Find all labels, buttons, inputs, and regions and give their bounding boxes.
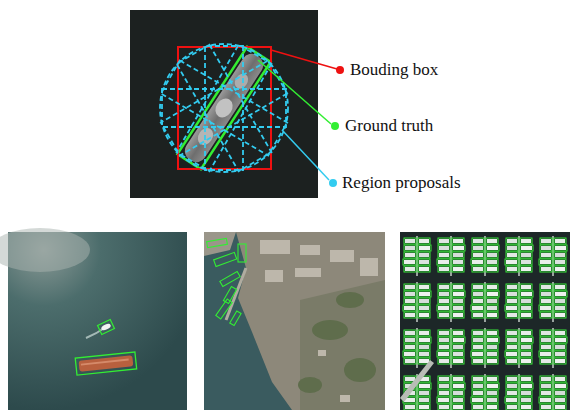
callout-label: Bouding box	[350, 60, 438, 80]
schematic-panel-part-part	[177, 45, 272, 171]
satellite-image-sea	[0, 228, 187, 410]
satellite-image-port-part-part	[214, 252, 237, 266]
schematic-panel	[130, 10, 318, 198]
satellite-image-port-part	[204, 232, 385, 410]
satellite-image-port-part-part	[295, 268, 321, 277]
satellite-image-port-part	[260, 240, 378, 402]
satellite-image-port-part-part	[260, 240, 290, 254]
schematic-panel-part-part	[161, 61, 287, 156]
satellite-image-marina-part	[400, 360, 434, 402]
satellite-image-sea-part	[0, 228, 90, 272]
satellite-image-port-part-part	[207, 238, 228, 247]
satellite-image-port-part-part	[336, 292, 364, 308]
satellite-image-port-part-part	[265, 270, 283, 282]
leader-lines	[258, 50, 344, 187]
schematic-panel-part	[160, 44, 288, 172]
satellite-image-marina-part	[400, 232, 570, 410]
leader-lines-part	[336, 66, 344, 74]
satellite-image-port-part-part	[300, 245, 320, 255]
satellite-image-port-part	[298, 292, 376, 393]
satellite-image-port-part-part	[330, 250, 354, 262]
schematic-panel-part-part	[177, 47, 270, 170]
satellite-image-port-part	[236, 232, 385, 410]
satellite-image-port-part-part	[340, 395, 350, 402]
satellite-image-sea-part-part	[75, 352, 136, 375]
satellite-image-port-part-part	[238, 244, 246, 262]
callout-label: Region proposals	[342, 173, 461, 193]
satellite-image-sea-part	[98, 320, 115, 335]
satellite-image-sea-part	[75, 352, 136, 375]
schematic-panel-part	[177, 47, 270, 170]
leader-lines-part	[271, 50, 337, 69]
satellite-image-port-part-part	[360, 258, 378, 276]
schematic-panel-part	[178, 47, 271, 169]
leader-lines-part	[329, 179, 337, 187]
schematic-panel-part	[130, 10, 318, 198]
satellite-image-port-part-part	[298, 377, 322, 393]
schematic-panel-part-part	[212, 95, 236, 120]
leader-lines-part	[282, 130, 329, 180]
leader-lines-part	[331, 122, 339, 130]
schematic-panel-part-part	[162, 89, 286, 127]
schematic-panel-part-part	[160, 44, 288, 172]
satellite-image-port-part-part	[318, 350, 326, 356]
satellite-image-sea-part-part	[81, 359, 129, 366]
satellite-image-port-part-part	[312, 320, 348, 340]
callout-label: Ground truth	[345, 116, 433, 136]
schematic-panel-part-part	[161, 61, 287, 156]
satellite-image-port-part	[207, 238, 246, 325]
leader-lines-part	[258, 60, 331, 124]
schematic-panel-part-part	[181, 50, 267, 166]
satellite-image-port	[204, 232, 385, 410]
schematic-panel-part-part	[205, 46, 243, 170]
satellite-image-port-part-part	[220, 271, 240, 286]
satellite-image-port-part-part	[230, 311, 241, 326]
satellite-image-marina	[400, 232, 570, 410]
satellite-image-port-part-part	[216, 299, 232, 319]
satellite-image-sea-part-part	[79, 355, 134, 372]
schematic-panel-part-part	[177, 45, 272, 171]
satellite-image-port-part	[204, 232, 236, 256]
satellite-image-port-part-part	[344, 358, 376, 382]
